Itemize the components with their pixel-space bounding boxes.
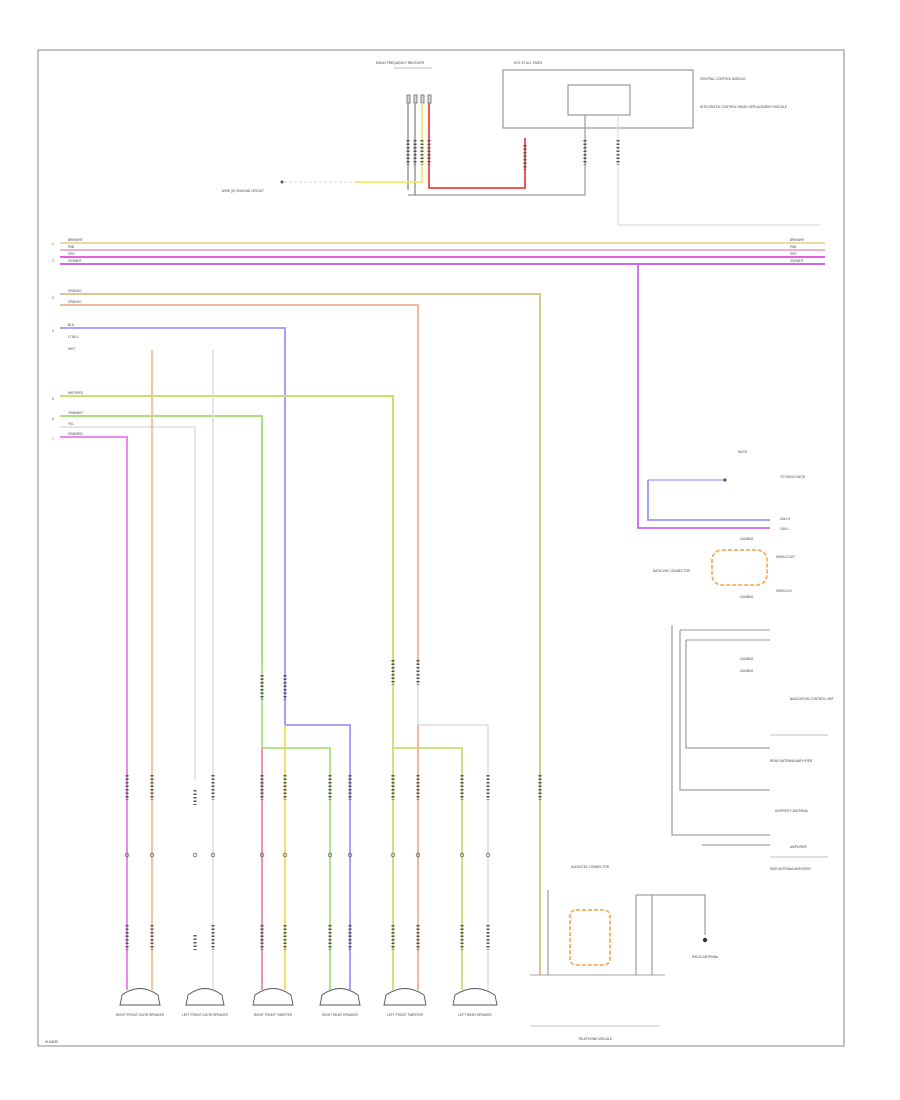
speaker-6: LEFT REAR SPEAKER bbox=[452, 988, 498, 1017]
bus-blu bbox=[60, 327, 286, 665]
bus-grn bbox=[60, 415, 263, 665]
bus-num-7: 7 bbox=[52, 437, 54, 441]
control-module-label: CENTRAL CONTROL MODULE bbox=[700, 77, 746, 81]
canbus4-label: CANBUS bbox=[740, 669, 753, 673]
receiver-label: RADIO FREQUENCY RECEIVER bbox=[376, 61, 425, 65]
bus-label-right-3: VIO/WHT bbox=[790, 259, 804, 263]
speaker-4: RIGHT REAR SPEAKER bbox=[319, 988, 361, 1017]
shield-in-label: SHIELD IN bbox=[776, 589, 792, 593]
bus-num-5: 5 bbox=[52, 397, 54, 401]
telephone-module-label: TELEPHONE MODULE bbox=[578, 1037, 612, 1041]
bus-label-9: WHT/RED bbox=[68, 391, 84, 395]
speaker-6-label: LEFT REAR SPEAKER bbox=[458, 1013, 492, 1017]
sd-antenna2-label: SIDE ANTENNA AMPLIFIER bbox=[770, 867, 811, 871]
speaker-5-label: LEFT FRONT TWEETER bbox=[387, 1013, 424, 1017]
speaker-1: RIGHT FRONT DOOR SPEAKER bbox=[116, 988, 165, 1017]
bus-label-5: ORN/VIO bbox=[68, 300, 82, 304]
bus-labels-left: BRN/WHT PNK GRY VIO/WHT GRN/VIO ORN/VIO … bbox=[68, 238, 84, 436]
bus-label-4: GRN/VIO bbox=[68, 289, 82, 293]
canbus1-label: CANBUS bbox=[740, 537, 753, 541]
bus-pnk2 bbox=[60, 436, 128, 990]
figure-id: W-94835 bbox=[45, 1040, 58, 1044]
navigation-block: CANBUS CANBUS NAVIGATION CONTROL UNIT RE… bbox=[671, 625, 834, 871]
bus-labels-right: BRN/WHT PNK GRY VIO/WHT bbox=[790, 238, 805, 263]
speaker-3-label: RIGHT FRONT TWEETER bbox=[254, 1013, 293, 1017]
bus-label-7: LT BLU bbox=[68, 335, 79, 339]
shield-out-label: SHIELD OUT bbox=[776, 555, 795, 559]
bus-label-8: WHT bbox=[68, 347, 75, 351]
bus-tan bbox=[60, 293, 541, 890]
fuse-block-label: HOT AT ALL TIMES bbox=[514, 61, 542, 65]
bus-lines: 1 2 3 4 5 6 7 bbox=[52, 242, 825, 990]
speaker-5: LEFT FRONT TWEETER bbox=[383, 988, 427, 1017]
bus-label-10: ORN/WHT bbox=[68, 411, 83, 415]
bus-label-right-0: BRN/WHT bbox=[790, 238, 805, 242]
bus-label-3: VIO/WHT bbox=[68, 259, 82, 263]
antenna-label: RADIO ANTENNA bbox=[692, 955, 719, 959]
bus-num-6: 6 bbox=[52, 417, 54, 421]
radio-module-right: MUTE TO RADIO MUTE CAN H CAN L CANBUS bbox=[637, 264, 805, 541]
bus-label-11: YEL bbox=[68, 422, 74, 426]
data-link-label: DATA LINK CONNECTOR bbox=[653, 569, 691, 573]
cross-label: AUDIO/TEL CONNECTOR bbox=[571, 865, 610, 869]
bus-num-1: 1 bbox=[52, 242, 54, 246]
speaker-wires bbox=[261, 665, 489, 990]
ground-reference: WIRE (S) GROUND CIRCUIT bbox=[222, 180, 405, 193]
fuse-block: HOT AT ALL TIMES CENTRAL CONTROL MODULE … bbox=[408, 61, 820, 226]
bus-label-6: BLU bbox=[68, 323, 75, 327]
bus-lt-grn bbox=[60, 395, 394, 665]
bus-label-12: GRN/RED bbox=[68, 432, 83, 436]
bus-num-4: 4 bbox=[52, 329, 54, 333]
data-link-connector: DATA LINK CONNECTOR SHIELD OUT SHIELD IN… bbox=[653, 549, 795, 599]
bus-num-3: 3 bbox=[52, 296, 54, 300]
bus-label-0: BRN/WHT bbox=[68, 238, 83, 242]
canbus2-label: CANBUS bbox=[740, 595, 753, 599]
speaker-3: RIGHT FRONT TWEETER bbox=[252, 988, 294, 1017]
bus-num-2: 2 bbox=[52, 259, 54, 263]
connector-row bbox=[124, 852, 491, 858]
can-l-label: CAN L bbox=[780, 527, 790, 531]
speaker-2: LEFT FRONT DOOR SPEAKER bbox=[182, 988, 229, 1017]
connector-stubs bbox=[125, 660, 542, 950]
canbus3-label: CANBUS bbox=[740, 657, 753, 661]
can-h-label: CAN H bbox=[780, 517, 791, 521]
speaker-4-label: RIGHT REAR SPEAKER bbox=[322, 1013, 358, 1017]
amplifier-label: AMPLIFIER bbox=[790, 845, 808, 849]
bus-label-right-2: GRY bbox=[790, 252, 798, 256]
bus-label-1: PNK bbox=[68, 245, 75, 249]
navigation-desc-label: NAVIGATION CONTROL UNIT bbox=[790, 697, 834, 701]
speaker-1-label: RIGHT FRONT DOOR SPEAKER bbox=[116, 1013, 165, 1017]
bus-wht bbox=[60, 426, 196, 780]
diagram-frame bbox=[37, 49, 845, 1047]
rear-antenna-label: REAR ANTENNA AMPLIFIER bbox=[770, 759, 813, 763]
control-module-desc: INTEGRATED CONTROL PANEL REPLACEMENT MOD… bbox=[700, 105, 787, 109]
telephone-module: AUDIO/TEL CONNECTOR RADIO ANTENNA TELEPH… bbox=[530, 865, 719, 1041]
sd-antenna-label: DIVERSITY ANTENNA bbox=[775, 809, 809, 813]
radio-mute-label: TO RADIO MUTE bbox=[780, 475, 805, 479]
mute-label: MUTE bbox=[738, 450, 747, 454]
bus-label-right-1: PNK bbox=[790, 245, 797, 249]
speakers: RIGHT FRONT DOOR SPEAKER LEFT FRONT DOOR… bbox=[116, 988, 498, 1017]
speaker-2-label: LEFT FRONT DOOR SPEAKER bbox=[182, 1013, 229, 1017]
ground-ref-label: WIRE (S) GROUND CIRCUIT bbox=[222, 189, 264, 193]
bus-orn bbox=[60, 304, 419, 665]
bus-label-2: GRY bbox=[68, 252, 76, 256]
